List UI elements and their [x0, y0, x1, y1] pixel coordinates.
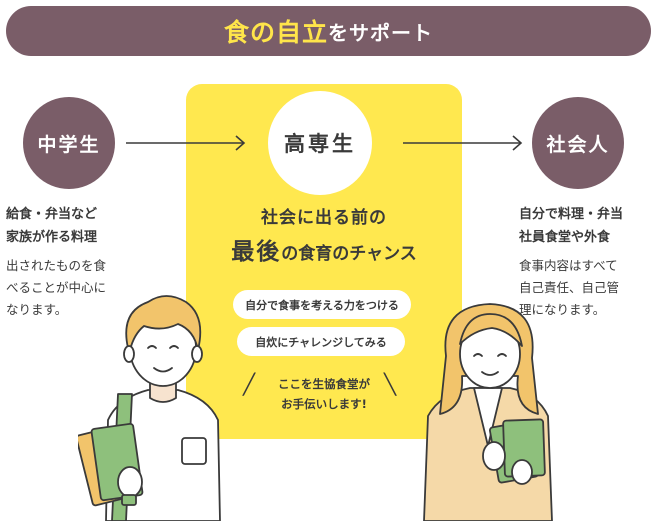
- right-body-3: 理になります。: [519, 302, 606, 317]
- right-body-1: 食事内容はすべて: [519, 258, 618, 273]
- center-title-line-1: 社会に出る前の: [261, 208, 387, 228]
- stage-kosen: 高専生: [268, 91, 372, 195]
- banner-text: をサポート: [328, 20, 433, 45]
- pill-try-cooking-label: 自炊にチャレンジしてみる: [255, 335, 387, 349]
- title-banner: 食の自立 をサポート: [6, 6, 651, 56]
- male-student-illustration: [78, 295, 221, 521]
- center-title-rest: の食育のチャンス: [281, 244, 417, 264]
- center-title-line-2: 最後の食育のチャンス: [186, 232, 462, 266]
- center-title-emphasis: 最後: [231, 239, 282, 265]
- stage-kosen-label: 高専生: [284, 132, 356, 156]
- callout-line-1: ここを生協食堂が: [278, 377, 370, 391]
- center-title: 社会に出る前の 最後の食育のチャンス: [186, 203, 462, 266]
- pill-try-cooking: 自炊にチャレンジしてみる: [237, 327, 405, 356]
- pill-think-meals-label: 自分で食事を考える力をつける: [245, 298, 399, 312]
- left-body-1: 出されたものを食: [6, 258, 107, 273]
- left-heading-2: 家族が作る料理: [6, 230, 98, 245]
- right-description: 自分で料理・弁当 社員食堂や外食 食事内容はすべて 自己責任、自己管 理になりま…: [519, 203, 654, 321]
- callout-line-2: お手伝いします!: [281, 397, 367, 411]
- left-body-2: べることが中心に: [6, 280, 107, 295]
- stage-working-adult: 社会人: [532, 97, 624, 189]
- left-description: 給食・弁当など 家族が作る料理 出されたものを食 べることが中心に なります。: [6, 203, 176, 321]
- left-body-3: なります。: [6, 302, 68, 317]
- banner-highlight: 食の自立: [223, 18, 328, 47]
- right-heading-2: 社員食堂や外食: [519, 230, 611, 245]
- arrow-head-right: [512, 135, 523, 151]
- female-adult-illustration: [423, 303, 553, 521]
- callout-slash-left: ╱: [243, 372, 256, 396]
- stage-junior-high: 中学生: [23, 97, 115, 189]
- pill-think-meals: 自分で食事を考える力をつける: [233, 290, 411, 319]
- callout-slash-right: ╲: [384, 372, 397, 396]
- right-heading-1: 自分で料理・弁当: [519, 207, 624, 222]
- arrow-head-left: [235, 135, 246, 151]
- right-body-2: 自己責任、自己管: [519, 280, 620, 295]
- callout: ここを生協食堂が お手伝いします!: [186, 374, 462, 414]
- stage-working-adult-label: 社会人: [546, 133, 610, 156]
- left-heading-1: 給食・弁当など: [6, 207, 98, 222]
- stage-junior-high-label: 中学生: [37, 133, 101, 156]
